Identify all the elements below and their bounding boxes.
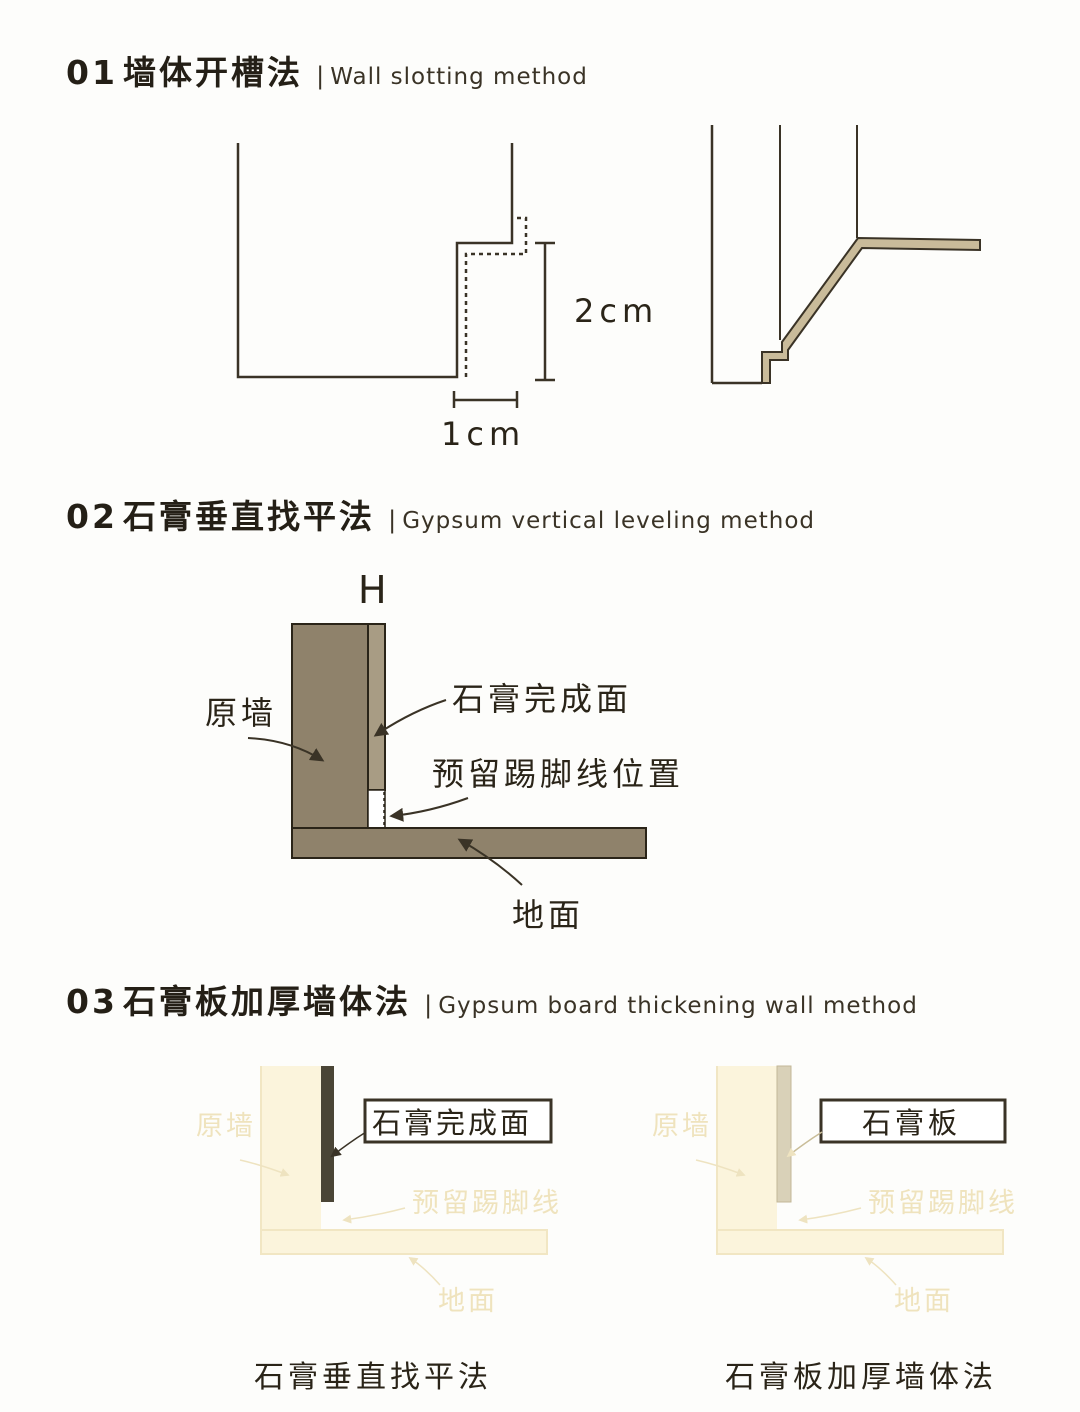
slotting-diagram-right (710, 125, 981, 385)
box-label-board: 石膏板 (862, 1106, 961, 1140)
label-skirting-reserve: 预留踢脚线位置 (432, 755, 684, 793)
height-dimension-line (535, 241, 555, 382)
label-gypsum-finish: 石膏完成面 (452, 680, 632, 718)
h-mark: H (358, 568, 387, 612)
label-box (819, 1098, 1007, 1144)
section-title-cn: 石膏板加厚墙体法 (123, 982, 412, 1021)
skirting-profile (761, 236, 981, 384)
faded-label-skirting: 预留踢脚线 (412, 1188, 562, 1219)
slotting-diagram-left: 2cm 1cm (236, 143, 658, 453)
arrow-original-wall (247, 737, 325, 762)
original-wall (291, 623, 369, 830)
label-floor: 地面 (512, 896, 584, 934)
thickening-diagram-right: 原墙 石膏板 预留踢脚线 地面 石膏板加厚墙体法 (652, 1065, 1018, 1395)
title-separator: | (388, 506, 397, 534)
arrow-gypsum-finish (373, 699, 447, 737)
arrow-skirting-reserve (389, 797, 469, 822)
gypsum-layer-dark (321, 1066, 334, 1202)
gypsum-layer (367, 623, 386, 791)
slot-dashed-outline (464, 216, 528, 377)
section-title-en: Gypsum board thickening wall method (438, 993, 918, 1019)
width-label: 1cm (441, 415, 525, 453)
title-separator: | (424, 991, 433, 1019)
faded-label-wall: 原墙 (652, 1111, 712, 1142)
thickening-diagram-left: 原墙 石膏完成面 预留踢脚线 地面 石膏垂直找平法 (196, 1066, 562, 1395)
section-title-cn: 墙体开槽法 (123, 53, 304, 92)
section-number: 02 (66, 497, 118, 536)
leveling-diagram: H 原墙 石膏完成面 预留踢脚线位置 地面 (205, 568, 684, 934)
arrow-to-board (786, 1131, 823, 1158)
box-label-finish: 石膏完成面 (372, 1106, 532, 1140)
section-title-01: 01 墙体开槽法 |Wall slotting method (66, 46, 588, 94)
label-box (363, 1098, 553, 1144)
arrow-to-gypsum (330, 1131, 367, 1158)
faded-label-floor: 地面 (438, 1286, 498, 1317)
faded-label-wall: 原墙 (196, 1111, 256, 1142)
label-original-wall: 原墙 (205, 694, 277, 732)
slot-wall-outline (236, 143, 514, 379)
faded-wall (717, 1066, 777, 1230)
section-title-en: Wall slotting method (330, 64, 588, 90)
caption-right: 石膏板加厚墙体法 (725, 1360, 997, 1395)
section-title-03: 03 石膏板加厚墙体法 |Gypsum board thickening wal… (66, 975, 918, 1023)
skirting-reserve-gap (367, 789, 386, 830)
caption-left: 石膏垂直找平法 (254, 1360, 492, 1395)
faded-label-skirting: 预留踢脚线 (868, 1188, 1018, 1219)
faded-wall (261, 1066, 321, 1230)
section-title-cn: 石膏垂直找平法 (123, 497, 376, 536)
arrow-floor (457, 838, 523, 886)
faded-label-floor: 地面 (894, 1286, 954, 1317)
title-separator: | (316, 62, 325, 90)
height-label: 2cm (574, 292, 658, 330)
floor-slab (291, 827, 647, 859)
gypsum-board (776, 1065, 792, 1203)
section-number: 01 (66, 53, 118, 92)
width-dimension-line (452, 391, 519, 408)
faded-floor (260, 1229, 548, 1255)
section-title-02: 02 石膏垂直找平法 |Gypsum vertical leveling met… (66, 490, 815, 538)
section-number: 03 (66, 982, 118, 1021)
section-title-en: Gypsum vertical leveling method (402, 508, 815, 534)
faded-floor (716, 1229, 1004, 1255)
